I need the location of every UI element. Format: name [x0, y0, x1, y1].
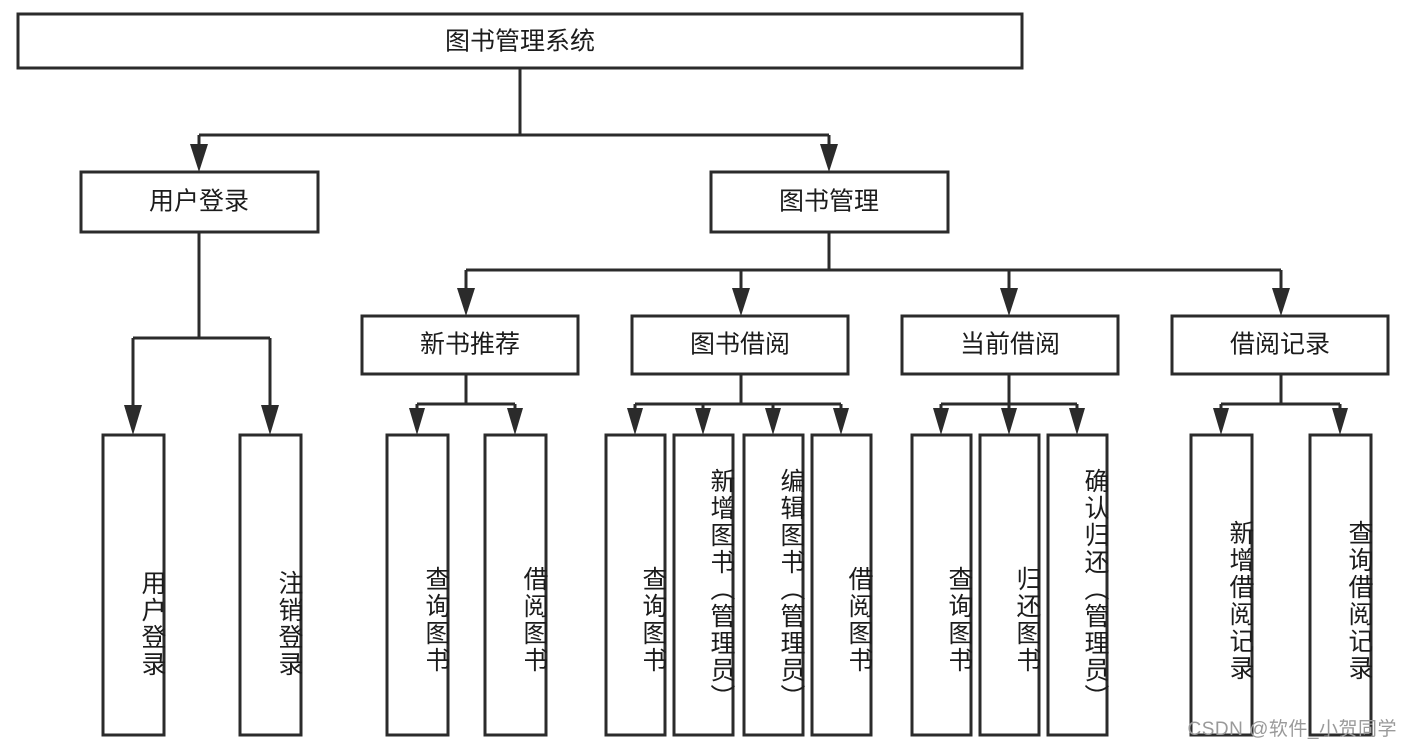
- leaf-new-book-borrow[interactable]: [483, 433, 548, 737]
- leaf-borrow-borrow-book-box[interactable]: [810, 433, 873, 737]
- arrow-head-icon: [190, 144, 208, 172]
- leaf-current-query[interactable]: [910, 433, 973, 737]
- node-new-book-recommend-box[interactable]: [360, 314, 580, 376]
- arrow-head-icon: [695, 408, 711, 435]
- node-current-borrow-box[interactable]: [900, 314, 1120, 376]
- node-book-management-box[interactable]: [709, 170, 950, 234]
- connector-userlogin-to-leaves: [124, 232, 279, 435]
- arrow-head-icon: [124, 405, 142, 435]
- leaf-current-confirm-return[interactable]: [1046, 433, 1109, 737]
- leaf-current-confirm-return-box[interactable]: [1046, 433, 1109, 737]
- leaf-borrow-edit-book[interactable]: [742, 433, 805, 737]
- node-borrow-record-label: 借阅记录: [1230, 331, 1330, 359]
- node-root-label: 图书管理系统: [445, 28, 595, 56]
- arrow-head-icon: [627, 408, 643, 435]
- node-book-management-label: 图书管理: [779, 188, 879, 216]
- arrow-head-icon: [765, 408, 781, 435]
- leaf-user-login-logout-box[interactable]: [238, 433, 303, 737]
- arrow-head-icon: [409, 408, 425, 435]
- node-new-book-recommend[interactable]: 新书推荐: [360, 314, 580, 376]
- leaf-borrow-edit-book-box[interactable]: [742, 433, 805, 737]
- arrow-head-icon: [261, 405, 279, 435]
- connector-borrowrecord-to-leaves: [1213, 374, 1348, 435]
- arrow-head-icon: [457, 288, 475, 316]
- arrow-head-icon: [732, 288, 750, 316]
- leaf-current-query-box[interactable]: [910, 433, 973, 737]
- node-book-management[interactable]: 图书管理: [709, 170, 950, 234]
- connector-bookmgmt-to-level3: [457, 232, 1290, 316]
- arrow-head-icon: [1332, 408, 1348, 435]
- arrow-head-icon: [507, 408, 523, 435]
- arrow-head-icon: [1001, 408, 1017, 435]
- arrow-head-icon: [1213, 408, 1229, 435]
- node-book-borrow-box[interactable]: [630, 314, 850, 376]
- node-root[interactable]: 图书管理系统: [16, 12, 1024, 70]
- leaf-borrow-query[interactable]: [604, 433, 667, 737]
- arrow-head-icon: [933, 408, 949, 435]
- leaf-current-return-box[interactable]: [978, 433, 1041, 737]
- node-book-borrow[interactable]: 图书借阅: [630, 314, 850, 376]
- leaf-borrow-borrow-book[interactable]: [810, 433, 873, 737]
- leaf-user-login-login[interactable]: [101, 433, 166, 737]
- connector-bookborrow-to-leaves: [627, 374, 849, 435]
- leaf-record-add-box[interactable]: [1189, 433, 1254, 737]
- leaf-new-book-query[interactable]: [385, 433, 450, 737]
- leaf-record-query[interactable]: [1308, 433, 1373, 737]
- leaf-new-book-borrow-box[interactable]: [483, 433, 548, 737]
- leaf-user-login-login-box[interactable]: [101, 433, 166, 737]
- connector-root-to-level2: [190, 68, 838, 172]
- node-current-borrow[interactable]: 当前借阅: [900, 314, 1120, 376]
- leaf-new-book-query-box[interactable]: [385, 433, 450, 737]
- node-user-login-label: 用户登录: [149, 188, 249, 216]
- arrow-head-icon: [820, 144, 838, 172]
- node-user-login[interactable]: 用户登录: [79, 170, 320, 234]
- leaf-record-query-box[interactable]: [1308, 433, 1373, 737]
- connector-newbook-to-leaves: [409, 374, 523, 435]
- node-current-borrow-label: 当前借阅: [960, 331, 1060, 359]
- arrow-head-icon: [1069, 408, 1085, 435]
- node-user-login-box[interactable]: [79, 170, 320, 234]
- arrow-head-icon: [1000, 288, 1018, 316]
- leaf-record-add[interactable]: [1189, 433, 1254, 737]
- connector-currentborrow-to-leaves: [933, 374, 1085, 435]
- leaf-borrow-query-box[interactable]: [604, 433, 667, 737]
- watermark-text: CSDN @软件_小贺同学: [1187, 719, 1397, 740]
- node-borrow-record-box[interactable]: [1170, 314, 1390, 376]
- arrow-head-icon: [833, 408, 849, 435]
- node-borrow-record[interactable]: 借阅记录: [1170, 314, 1390, 376]
- leaf-borrow-add-book-box[interactable]: [672, 433, 735, 737]
- node-new-book-recommend-label: 新书推荐: [420, 331, 520, 359]
- node-book-borrow-label: 图书借阅: [690, 331, 790, 359]
- arrow-head-icon: [1272, 288, 1290, 316]
- leaf-user-login-logout[interactable]: [238, 433, 303, 737]
- leaf-current-return[interactable]: [978, 433, 1041, 737]
- leaf-borrow-add-book[interactable]: [672, 433, 735, 737]
- node-root-box[interactable]: [16, 12, 1024, 70]
